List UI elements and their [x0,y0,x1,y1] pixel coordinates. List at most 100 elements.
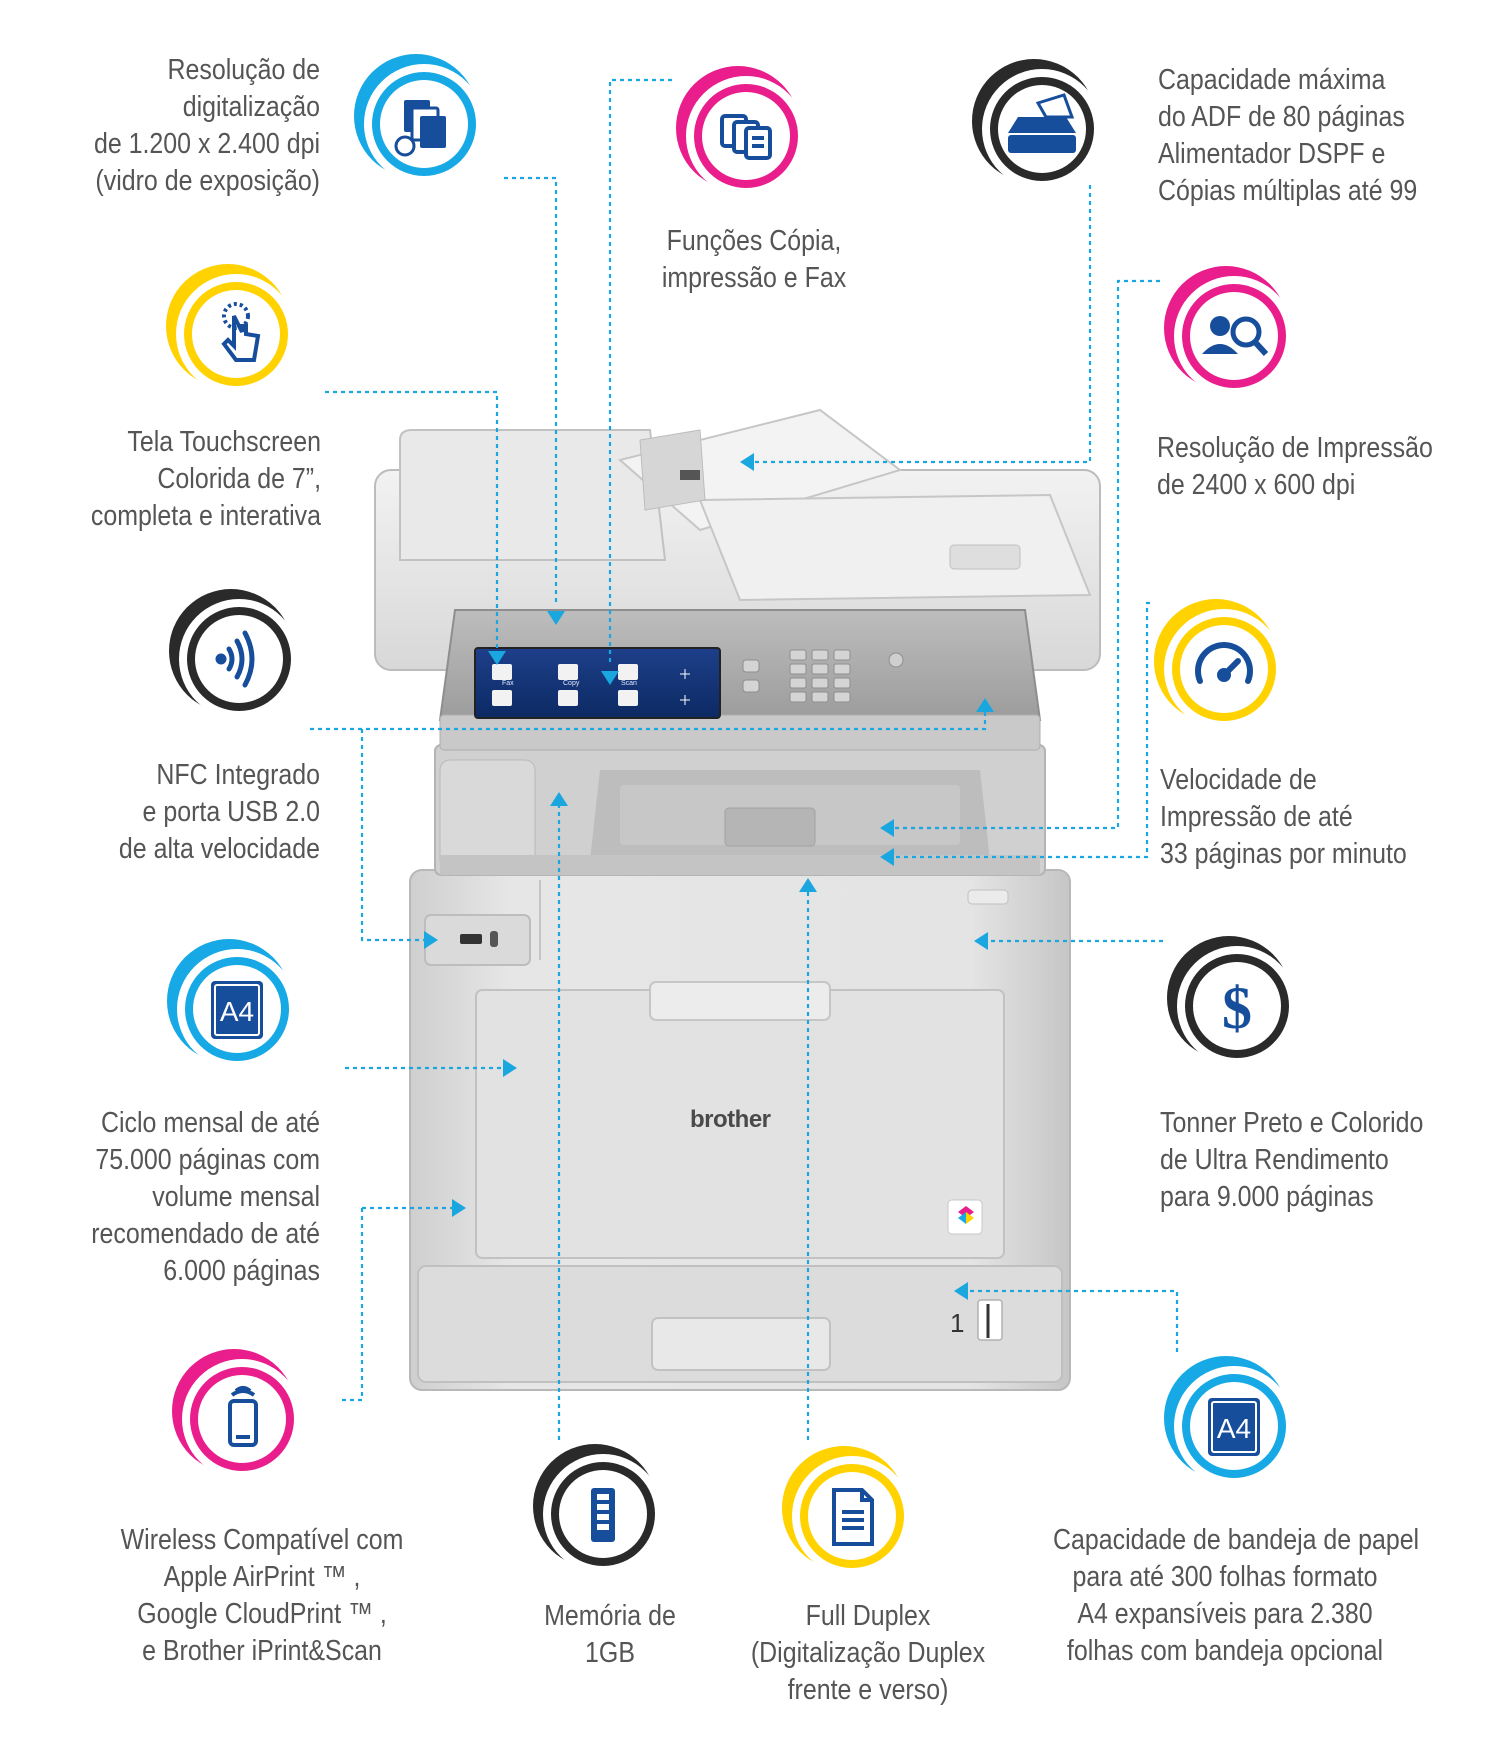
feature-line: NFC Integrado [156,759,320,791]
brand-logo: brother [690,1106,771,1133]
line-functions [608,78,672,665]
feature-line: Cópias múltiplas até 99 [1158,175,1418,207]
feature-line: de 2400 x 600 dpi [1157,469,1356,501]
screen-label-fax: Fax [502,680,514,687]
feature-line: Google CloudPrint ™ , [137,1598,387,1630]
nfc-waves-icon [215,630,255,688]
speedometer-icon [1195,642,1253,684]
line-touch [325,390,499,650]
feature-text-print-res: Resolução de Impressão de 2400 x 600 dpi [1157,430,1433,504]
a4-paper-icon: A4 [1208,1398,1260,1456]
feature-line: 75.000 páginas com [95,1144,320,1176]
feature-line: Tela Touchscreen [127,426,321,458]
badge-wireless [168,1345,308,1485]
badge-touch [162,260,302,400]
feature-text-memory: Memória de 1GB [472,1598,747,1672]
badge-adf [968,55,1108,195]
feature-line: (Digitalização Duplex [750,1637,986,1669]
feature-text-duplex: Full Duplex (Digitalização Duplex frente… [730,1598,1005,1709]
badge-duplex [778,1442,918,1582]
memory-chip-icon [591,1488,615,1542]
feature-text-tray: Capacidade de bandeja de papel para até … [1053,1522,1420,1670]
feature-text-scan-res: Resolução de digitalização de 1.200 x 2.… [45,52,320,200]
badge-cycle: A4 [163,935,303,1075]
badge-functions [672,62,812,202]
feature-line: 6.000 páginas [163,1255,320,1287]
paper-tray-icon [1008,93,1076,153]
feature-line: folhas com bandeja opcional [1066,1635,1384,1667]
feature-line: de Ultra Rendimento [1160,1144,1389,1176]
feature-line: Full Duplex [805,1600,931,1632]
line-nfc [310,712,987,731]
feature-text-adf: Capacidade máxima do ADF de 80 páginas A… [1158,62,1433,210]
smartphone-wifi-icon [228,1386,258,1447]
feature-line: digitalização [182,91,320,123]
feature-line: Resolução de [167,54,320,86]
feature-line: Tonner Preto e Colorido [1160,1107,1424,1139]
badge-toner: $ [1163,932,1303,1072]
dollar-icon: $ [1222,975,1252,1041]
badge-memory [529,1440,669,1580]
feature-line: do ADF de 80 páginas [1158,101,1405,133]
tray-number: 1 [950,1308,965,1338]
feature-line: impressão e Fax [661,262,847,294]
feature-line: e porta USB 2.0 [142,796,320,828]
copy-pages-icon [720,114,772,160]
a4-paper-icon: A4 [211,981,263,1039]
screen-label-scan: Scan [621,680,637,687]
feature-line: Resolução de Impressão [1157,432,1433,464]
feature-line: Velocidade de [1160,764,1317,796]
feature-line: Impressão de até [1160,801,1353,833]
feature-line: A4 expansíveis para 2.380 [1077,1598,1373,1630]
feature-line: volume mensal [152,1181,320,1213]
documents-clock-icon [394,100,446,157]
feature-line: recomendado de até [91,1218,321,1250]
line-tray [968,1289,1179,1352]
feature-line: frente e verso) [787,1674,949,1706]
feature-line: Apple AirPrint ™ , [163,1561,361,1593]
feature-line: de 1.200 x 2.400 dpi [93,128,320,160]
feature-line: Wireless Compatível com [120,1524,404,1556]
feature-line: Alimentador DSPF e [1158,138,1386,170]
feature-line: de alta velocidade [118,833,320,865]
feature-line: Capacidade de bandeja de papel [1053,1524,1420,1556]
feature-text-functions: Funções Cópia, impressão e Fax [616,223,891,297]
feature-text-nfc: NFC Integrado e porta USB 2.0 de alta ve… [45,757,320,868]
a4-text: A4 [1217,1413,1251,1444]
badge-nfc [165,585,305,725]
feature-line: completa e interativa [90,500,322,532]
feature-text-cycle: Ciclo mensal de até 75.000 páginas com v… [45,1105,320,1290]
touch-hand-icon [221,302,261,362]
feature-line: para 9.000 páginas [1160,1181,1374,1213]
screen-label-copy: Copy [563,680,580,687]
badge-tray: A4 [1160,1352,1300,1492]
feature-text-toner: Tonner Preto e Colorido de Ultra Rendime… [1160,1105,1435,1216]
badge-speed [1150,595,1290,735]
magnifier-people-icon [1202,316,1269,357]
feature-text-speed: Velocidade de Impressão de até 33 página… [1160,762,1435,873]
usb-port [460,934,482,944]
line-scan-res [504,176,558,605]
feature-line: 1GB [585,1637,635,1669]
feature-line: Memória de [544,1600,676,1632]
feature-line: Colorida de 7”, [157,463,321,495]
feature-line: Funções Cópia, [666,225,842,257]
feature-text-wireless: Wireless Compatível com Apple AirPrint ™… [116,1522,408,1670]
feature-text-touch: Tela Touchscreen Colorida de 7”, complet… [46,424,321,535]
feature-line: Capacidade máxima [1158,64,1386,96]
touchscreen [474,647,721,719]
document-icon [832,1488,874,1546]
feature-line: e Brother iPrint&Scan [142,1635,382,1667]
line-print-res [895,279,1160,830]
badge-print-res [1160,262,1300,402]
feature-line: para até 300 folhas formato [1072,1561,1378,1593]
a4-text: A4 [220,996,254,1027]
line-speed [895,601,1150,859]
badge-scan-res [350,50,490,190]
adf-feeder [399,429,667,561]
feature-line: 33 páginas por minuto [1160,838,1407,870]
feature-line: (vidro de exposição) [95,165,320,197]
keypad [742,649,851,703]
